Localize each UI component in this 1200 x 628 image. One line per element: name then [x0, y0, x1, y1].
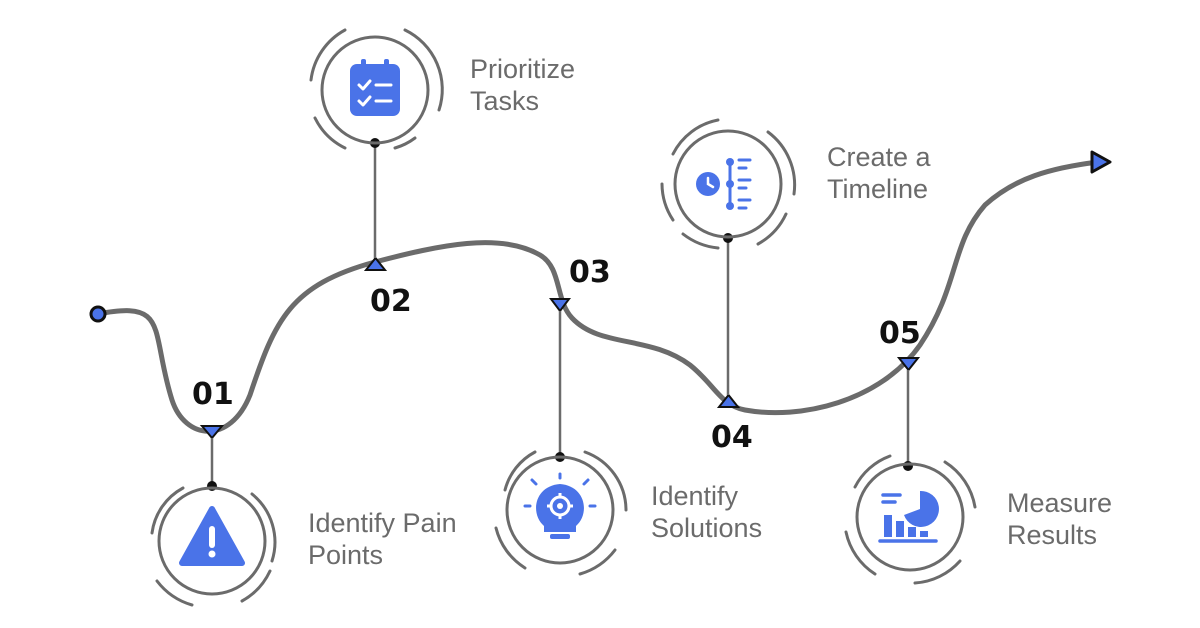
warning-icon [179, 506, 245, 566]
step-01: 01 Identify Pain Points [150, 377, 464, 607]
step-04: 04 Create a [660, 118, 938, 455]
checklist-icon [350, 59, 400, 116]
timeline-icon [696, 158, 752, 210]
step-03-label: Identify Solutions [651, 481, 762, 543]
step-02-badge [309, 28, 444, 150]
step-02-marker [363, 256, 388, 271]
step-03-number: 03 [569, 255, 611, 290]
step-01-marker [199, 425, 225, 440]
path-start-dot [89, 305, 107, 323]
step-01-badge [150, 486, 277, 607]
step-02-number: 02 [370, 284, 412, 319]
step-03-badge [494, 450, 628, 576]
step-05-label: Measure Results [1007, 488, 1120, 550]
step-04-number: 04 [711, 420, 753, 455]
step-05-badge [844, 454, 977, 585]
step-01-label: Identify Pain Points [308, 508, 464, 570]
roadmap-path [95, 159, 1101, 434]
step-03-marker [549, 298, 571, 313]
step-04-badge [660, 118, 797, 250]
step-04-label: Create a Timeline [827, 142, 938, 204]
step-02: 02 Prioritize Tasks [309, 28, 583, 319]
lightbulb-gear-icon [523, 472, 597, 539]
path-end-arrow [1090, 150, 1112, 174]
step-05-number: 05 [879, 316, 921, 351]
step-05-connector-dot [903, 461, 913, 471]
step-04-marker [716, 393, 741, 408]
step-02-label: Prioritize Tasks [470, 54, 583, 116]
step-03: 03 Identify [494, 255, 762, 576]
step-05-marker [896, 357, 921, 372]
step-05: 05 Measure Results [844, 316, 1120, 585]
chart-icon [878, 490, 939, 543]
step-01-number: 01 [192, 377, 234, 412]
